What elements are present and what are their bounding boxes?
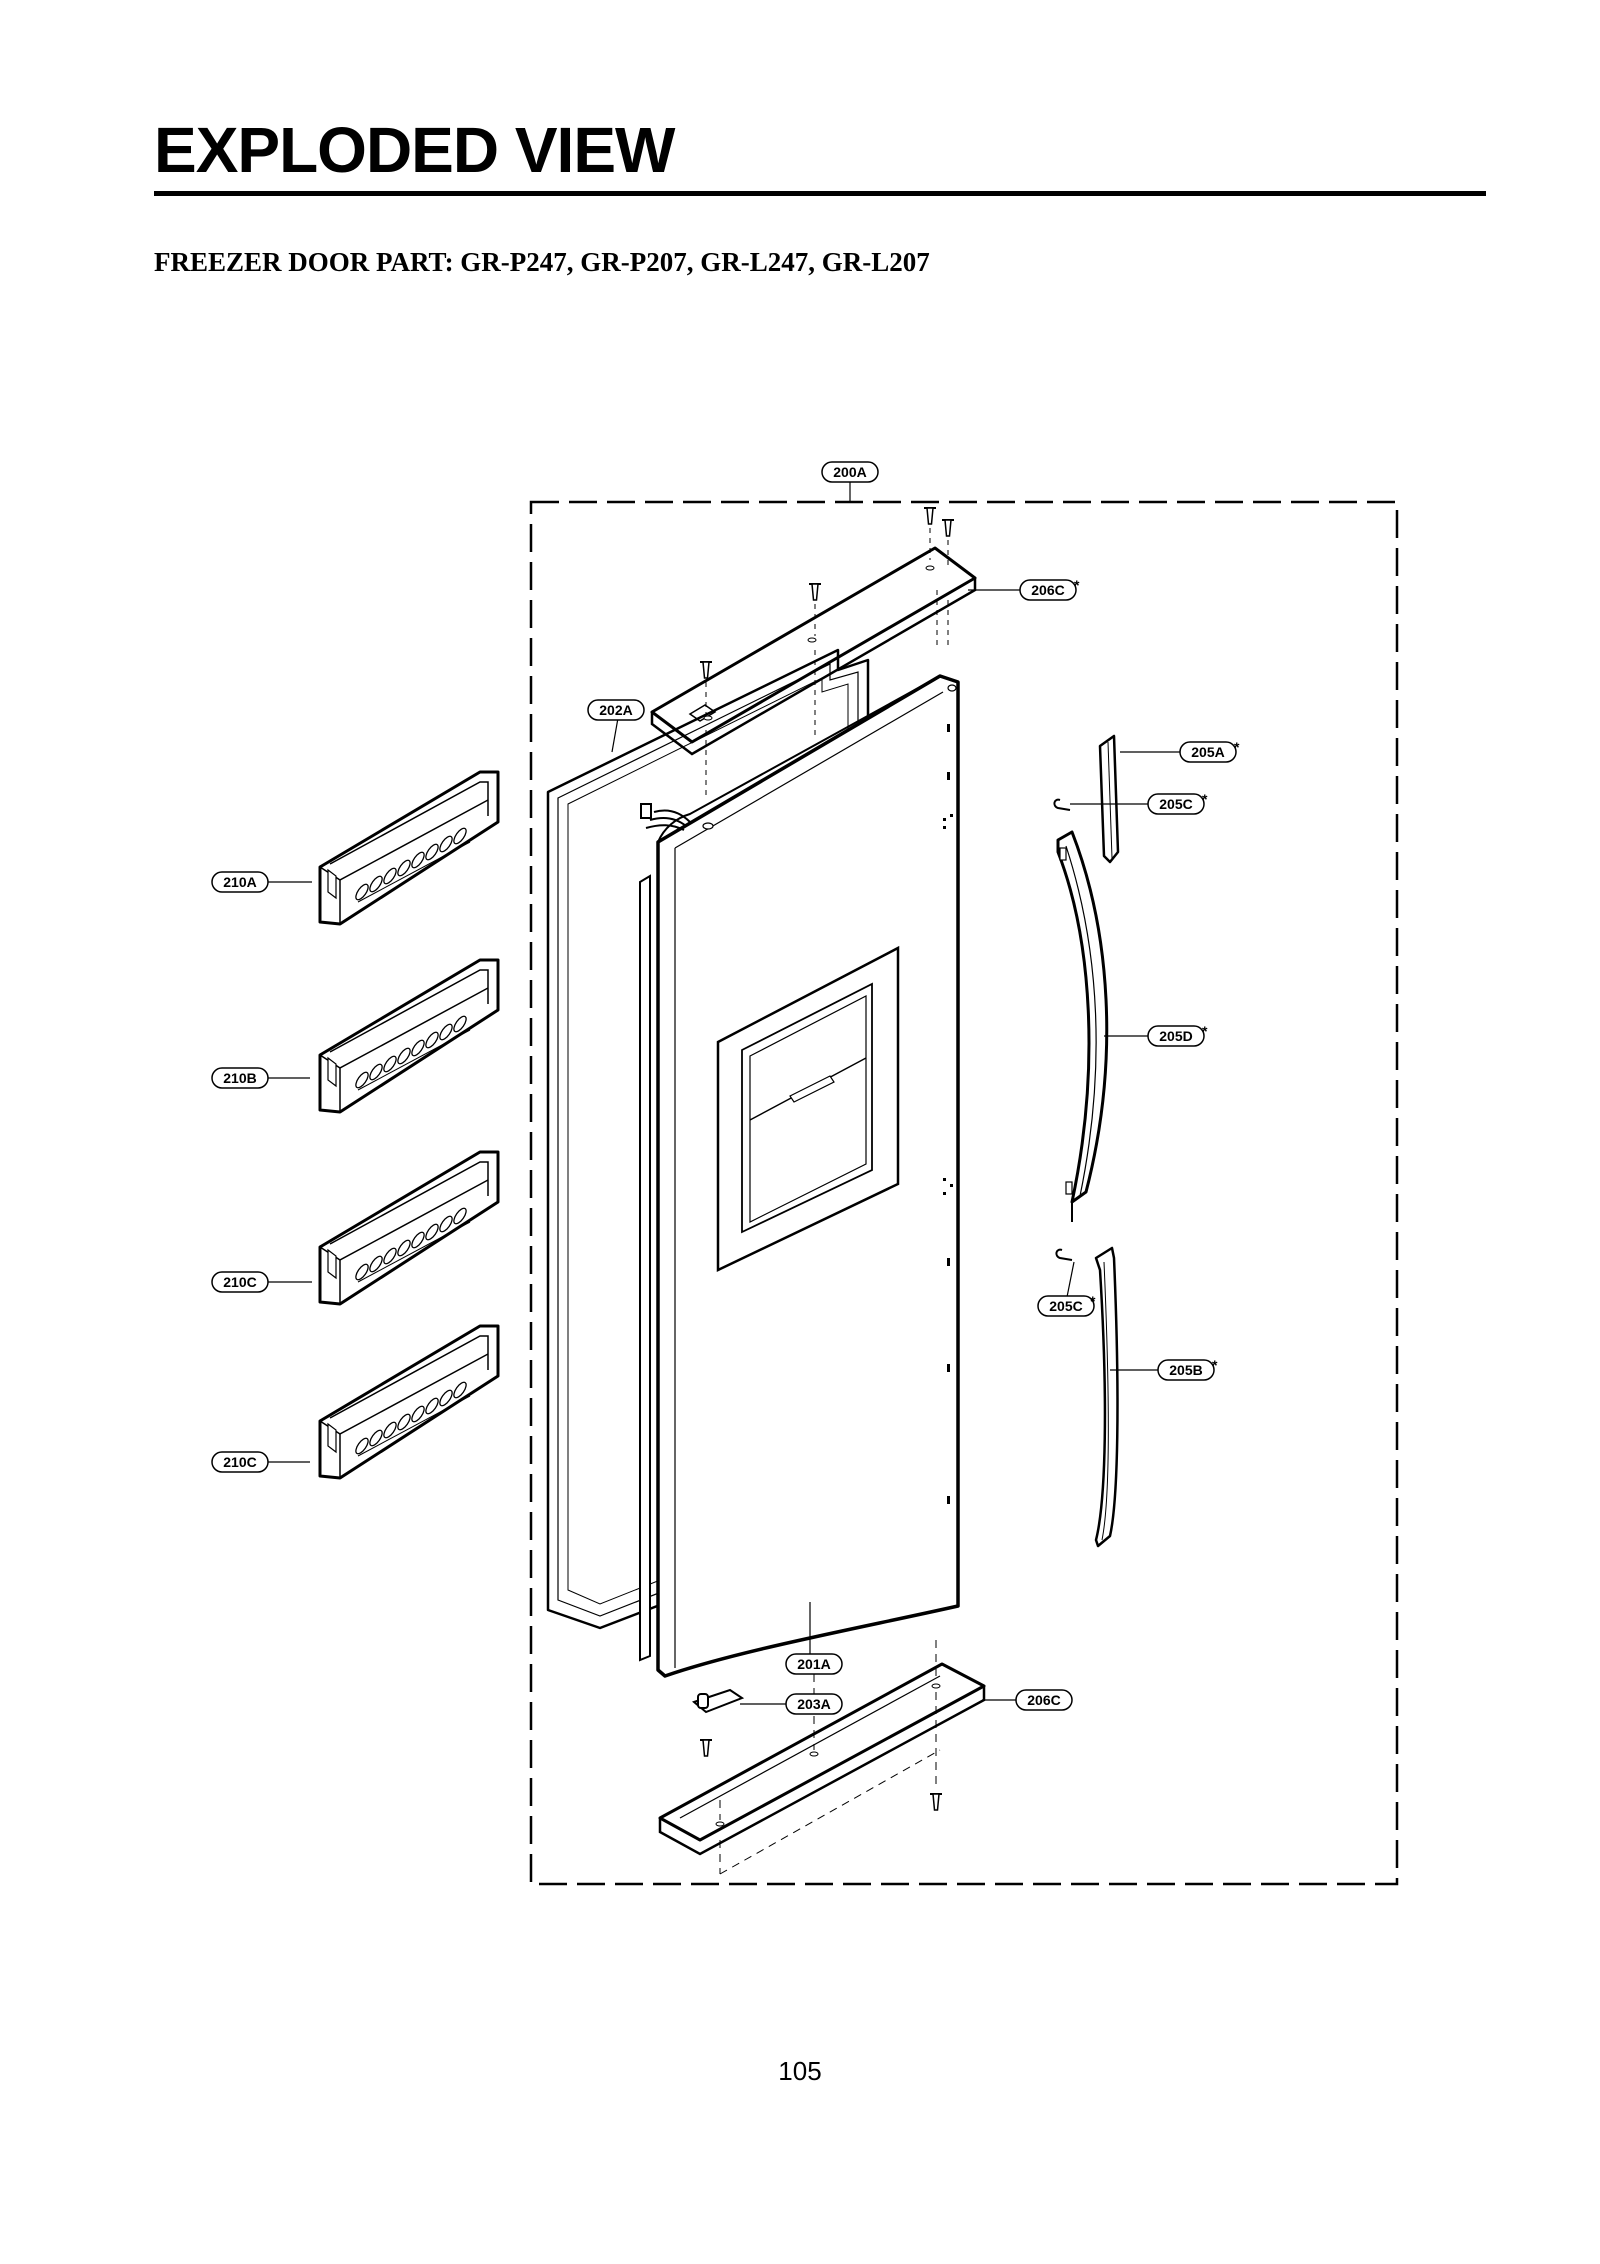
svg-text:*: * (1234, 739, 1240, 755)
svg-text:202A: 202A (599, 702, 632, 718)
callout-210A: 210A (211, 871, 269, 893)
wire-harness (640, 803, 691, 831)
door-bin-210B (318, 958, 500, 1114)
door-bin-210A (318, 770, 500, 926)
page-number-text: 105 (778, 2056, 822, 2086)
lower-door-cap (658, 1662, 986, 1856)
svg-text:205C: 205C (1159, 796, 1192, 812)
svg-text:205D: 205D (1159, 1028, 1192, 1044)
callout-202A: 202A (587, 699, 645, 721)
section-title: FREEZER DOOR PART: GR-P247, GR-P207, GR-… (154, 247, 930, 277)
callout-205C-bottom: 205C * (1037, 1293, 1096, 1317)
callout-205C-top: 205C * (1147, 791, 1208, 815)
handle-clip-205C-top (1053, 798, 1071, 811)
svg-text:205A: 205A (1191, 744, 1224, 760)
freezer-door (656, 674, 960, 1678)
handle-cap-205A (1098, 734, 1120, 864)
door-bin-210C-upper (318, 1150, 500, 1306)
callout-205D: 205D * (1147, 1023, 1208, 1047)
svg-text:210B: 210B (223, 1070, 256, 1086)
callout-210B: 210B (211, 1067, 269, 1089)
svg-text:*: * (1090, 1293, 1096, 1309)
svg-text:*: * (1074, 577, 1080, 593)
handle-clip-205C-bottom (1055, 1248, 1073, 1261)
svg-text:206C: 206C (1027, 1692, 1060, 1708)
upper-door-cap (650, 546, 977, 756)
svg-text:201A: 201A (797, 1656, 830, 1672)
handle-cap-205B (1094, 1246, 1119, 1548)
lower-hinge-203A (691, 1688, 745, 1714)
callout-205A: 205A * (1179, 739, 1240, 763)
svg-text:205B: 205B (1169, 1362, 1202, 1378)
callout-206C-top: 206C * (1019, 577, 1080, 601)
svg-text:205C: 205C (1049, 1298, 1082, 1314)
callout-203A: 203A (785, 1693, 843, 1715)
svg-text:210A: 210A (223, 874, 256, 890)
callout-205B: 205B * (1157, 1357, 1218, 1381)
svg-text:206C: 206C (1031, 582, 1064, 598)
svg-text:203A: 203A (797, 1696, 830, 1712)
title-rule (154, 191, 1486, 196)
callout-200A: 200A (821, 461, 879, 483)
page-title: EXPLODED VIEW (154, 114, 675, 186)
callout-210C-upper: 210C (211, 1271, 269, 1293)
door-bin-210C-lower (318, 1324, 500, 1480)
page-number: 105 (770, 2058, 830, 2086)
callout-210C-lower: 210C (211, 1451, 269, 1473)
svg-text:200A: 200A (833, 464, 866, 480)
callout-206C-bottom: 206C (1015, 1689, 1073, 1711)
svg-text:210C: 210C (223, 1454, 256, 1470)
callout-201A: 201A (785, 1653, 843, 1675)
svg-text:*: * (1202, 791, 1208, 807)
handle-205D (1056, 830, 1109, 1222)
svg-text:*: * (1212, 1357, 1218, 1373)
svg-text:210C: 210C (223, 1274, 256, 1290)
svg-text:*: * (1202, 1023, 1208, 1039)
assembly-boundary (529, 500, 1399, 1886)
